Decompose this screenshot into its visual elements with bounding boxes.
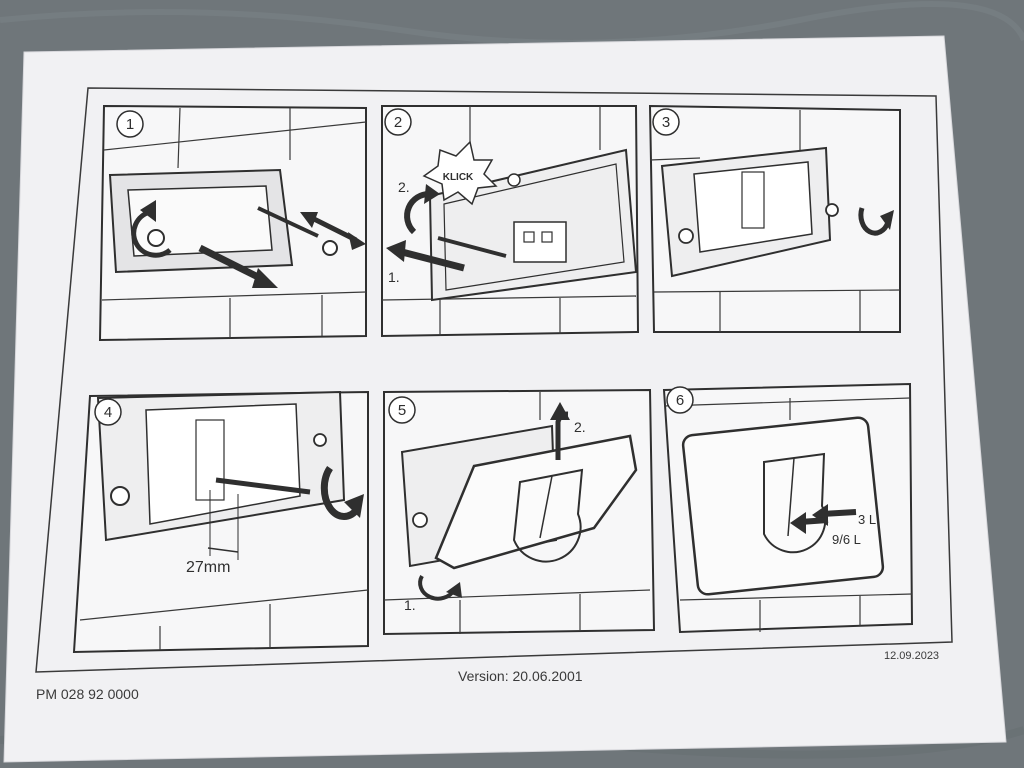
screw-head-right bbox=[313, 433, 327, 447]
step-6-number: 6 bbox=[676, 392, 684, 409]
arrow-double-head-a bbox=[348, 232, 366, 250]
panel-3 bbox=[648, 104, 901, 333]
panel-6-tiles bbox=[663, 397, 913, 632]
rotate-arrow-icon bbox=[320, 466, 361, 520]
panel-4: 27mm bbox=[72, 390, 369, 654]
rotate-arrow-icon bbox=[418, 575, 456, 601]
full-flush-label: 9/6 L bbox=[832, 532, 861, 547]
flush-button-shape bbox=[512, 468, 584, 563]
screw-rod bbox=[257, 206, 319, 238]
step-5-label-1: 1. bbox=[404, 597, 416, 613]
step-5-number: 5 bbox=[398, 402, 406, 419]
rotate-arrowhead-icon bbox=[880, 210, 894, 230]
rotate-arrowhead-icon bbox=[344, 494, 364, 518]
panel-2-tiles bbox=[381, 106, 637, 336]
panel-1-tiles bbox=[101, 107, 367, 338]
panel-6: 3 L 9/6 L bbox=[662, 382, 914, 634]
flush-plate bbox=[434, 434, 638, 570]
date-stamp-label: 12.09.2023 bbox=[884, 650, 940, 662]
panel-1 bbox=[98, 104, 367, 342]
step-5-label-2: 2. bbox=[574, 419, 586, 435]
screw-rod bbox=[215, 477, 311, 495]
step-2-label-2: 2. bbox=[398, 179, 410, 195]
step-6-badge bbox=[666, 386, 694, 414]
screw-head bbox=[412, 512, 428, 528]
screw-head bbox=[678, 228, 694, 244]
rotate-arrowhead-icon bbox=[424, 184, 440, 204]
flush-valve-slot-b bbox=[541, 231, 553, 243]
small-flush-label: 3 L bbox=[858, 512, 876, 527]
panel-5: 2. 1. bbox=[383, 388, 656, 636]
step-4-number: 4 bbox=[104, 404, 112, 421]
step-1-number: 1 bbox=[126, 116, 134, 133]
bolt-head bbox=[147, 229, 165, 247]
rotate-arrow-icon bbox=[131, 209, 172, 258]
arrow-full-flush-head-icon bbox=[790, 512, 806, 534]
rotate-arrow-icon bbox=[858, 207, 891, 236]
panel-2: KLICK 2. 1. bbox=[381, 105, 640, 338]
step-3-number: 3 bbox=[662, 114, 670, 131]
arrow-pull-shaft bbox=[198, 244, 266, 284]
arrow-double-head-b bbox=[300, 212, 318, 228]
version-label: Version: 20.06.2001 bbox=[458, 668, 583, 684]
screw-head-right bbox=[825, 203, 839, 217]
dimension-line bbox=[207, 547, 239, 553]
panel-3-tiles bbox=[649, 110, 901, 332]
step-4-badge bbox=[94, 398, 122, 426]
step-2-label-1: 1. bbox=[388, 269, 400, 285]
klick-label: KLICK bbox=[443, 172, 474, 183]
outer-frame bbox=[35, 87, 953, 673]
nut bbox=[322, 240, 338, 256]
rotate-arrow-icon bbox=[404, 191, 431, 235]
lift-arrowhead-icon bbox=[550, 402, 570, 420]
step-2-badge bbox=[384, 108, 412, 136]
screw-head bbox=[507, 173, 521, 187]
flush-plate bbox=[681, 416, 885, 596]
arrow-push-head-icon bbox=[386, 240, 406, 262]
part-number-label: PM 028 92 0000 bbox=[36, 686, 139, 702]
rotate-arrowhead-icon bbox=[140, 200, 156, 222]
arrow-pull-head-icon bbox=[252, 268, 278, 288]
bracket-frame-inner bbox=[145, 403, 301, 525]
screw-rod bbox=[437, 236, 507, 258]
step-5-badge bbox=[388, 396, 416, 424]
rotate-arrowhead-icon bbox=[446, 582, 462, 598]
wall-cavity-inner bbox=[127, 185, 273, 257]
arrow-double-shaft bbox=[306, 213, 358, 243]
dimension-label: 27mm bbox=[186, 559, 230, 576]
arrow-push-shaft bbox=[401, 248, 465, 272]
step-3-badge bbox=[652, 108, 680, 136]
step-1-badge bbox=[116, 110, 144, 138]
flush-button-split bbox=[787, 457, 795, 537]
panel-4-tiles bbox=[79, 589, 369, 650]
screw-head bbox=[110, 486, 130, 506]
bracket-frame-inner bbox=[693, 161, 813, 253]
step-2-number: 2 bbox=[394, 114, 402, 131]
flush-valve-slot-a bbox=[523, 231, 535, 243]
klick-burst-icon bbox=[422, 140, 498, 206]
flush-button-split bbox=[539, 475, 553, 539]
bracket-clip bbox=[741, 171, 765, 229]
flush-valve-block bbox=[513, 221, 567, 263]
